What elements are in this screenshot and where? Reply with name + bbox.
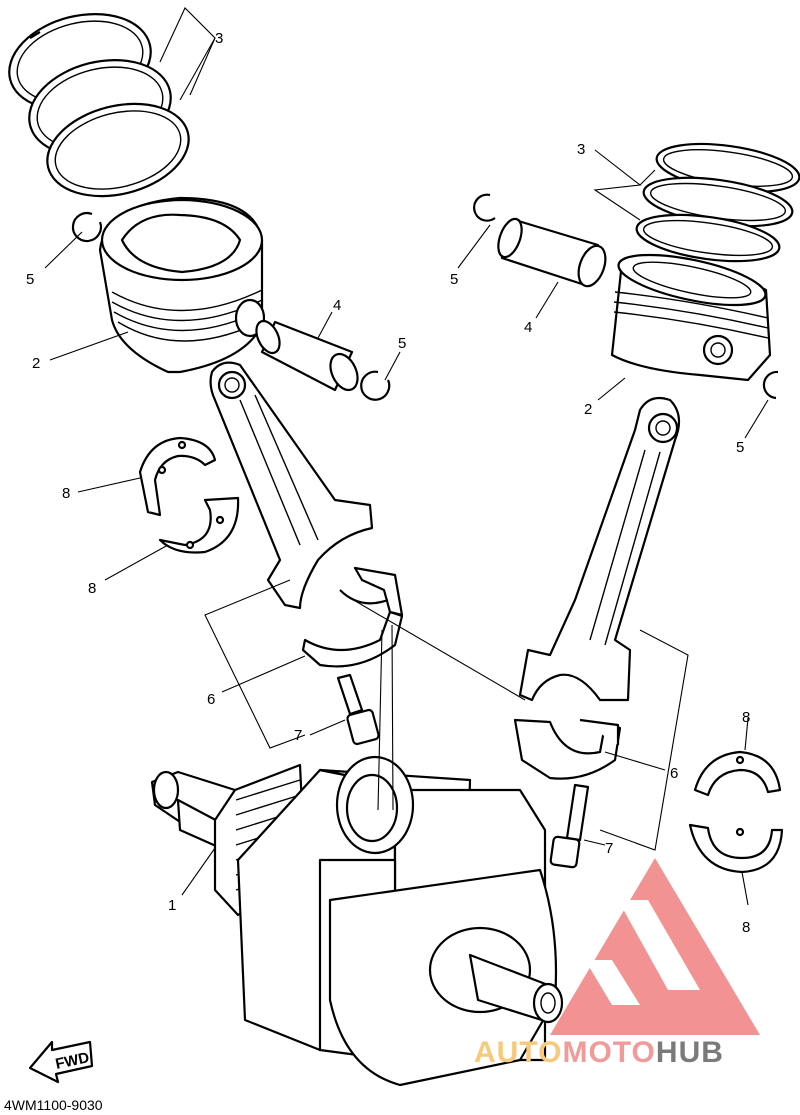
callout-right-rings: 3	[577, 141, 585, 158]
callout-left-clip-upper: 5	[26, 271, 34, 288]
right-connecting-rod	[518, 396, 681, 702]
assembly-guide-lines	[204, 579, 689, 851]
callout-right-piston: 2	[584, 401, 592, 418]
leader-lines	[44, 7, 769, 906]
callout-left-clip-lower: 5	[398, 335, 406, 352]
right-piston-rings	[635, 142, 800, 263]
left-rod-bolt	[336, 673, 380, 746]
callout-left-bearing-lower: 8	[88, 580, 96, 597]
watermark-logo	[550, 858, 760, 1035]
watermark-auto: AUTO	[474, 1036, 562, 1069]
right-rod-cap	[513, 718, 622, 780]
callout-right-bearing-lower: 8	[742, 919, 750, 936]
callout-right-bolt: 7	[605, 840, 613, 857]
right-piston	[610, 253, 772, 382]
right-circlip-right	[762, 370, 779, 400]
callout-right-cap: 6	[670, 765, 678, 782]
diagram-code: 4WM1100-9030	[4, 1097, 103, 1113]
callout-left-rings: 3	[215, 30, 223, 47]
left-bearing-upper	[138, 436, 217, 517]
callout-left-piston: 2	[32, 355, 40, 372]
left-circlip-lower	[360, 370, 391, 401]
left-piston	[98, 196, 266, 374]
right-bearing-lower	[688, 823, 784, 874]
crankshaft	[150, 755, 564, 1087]
callout-right-bearing-upper: 8	[742, 709, 750, 726]
callout-left-pin: 4	[333, 297, 341, 314]
callout-right-clip-left: 5	[450, 271, 458, 288]
callout-crankshaft: 1	[168, 897, 176, 914]
fwd-arrow: FWD	[28, 1040, 94, 1084]
callout-numbers: 3 5 2 4 5 8 8 6 7 1 3 5 4 2 5 8 6 7 8	[26, 30, 750, 936]
callout-right-clip-right: 5	[736, 439, 744, 456]
right-bearing-upper	[693, 750, 782, 797]
fwd-label: FWD	[54, 1049, 91, 1073]
left-piston-pin	[255, 319, 359, 392]
right-rod-bolt	[549, 783, 590, 869]
watermark-hub: HUB	[656, 1036, 724, 1069]
left-piston-rings	[8, 12, 190, 198]
callout-left-bearing-upper: 8	[62, 485, 70, 502]
svg-text:AUTOMOTOHUB: AUTOMOTOHUB	[474, 1036, 724, 1069]
watermark-moto: MOTO	[562, 1036, 655, 1069]
right-circlip-left	[473, 193, 496, 222]
left-bearing-lower	[158, 496, 240, 554]
left-connecting-rod	[209, 361, 374, 610]
watermark-text: AUTOMOTOHUB	[474, 1036, 724, 1069]
right-piston-pin	[497, 217, 607, 288]
left-rod-cap	[301, 566, 404, 668]
callout-left-cap: 6	[207, 691, 215, 708]
callout-left-bolt: 7	[294, 727, 302, 744]
callout-right-pin: 4	[524, 319, 532, 336]
